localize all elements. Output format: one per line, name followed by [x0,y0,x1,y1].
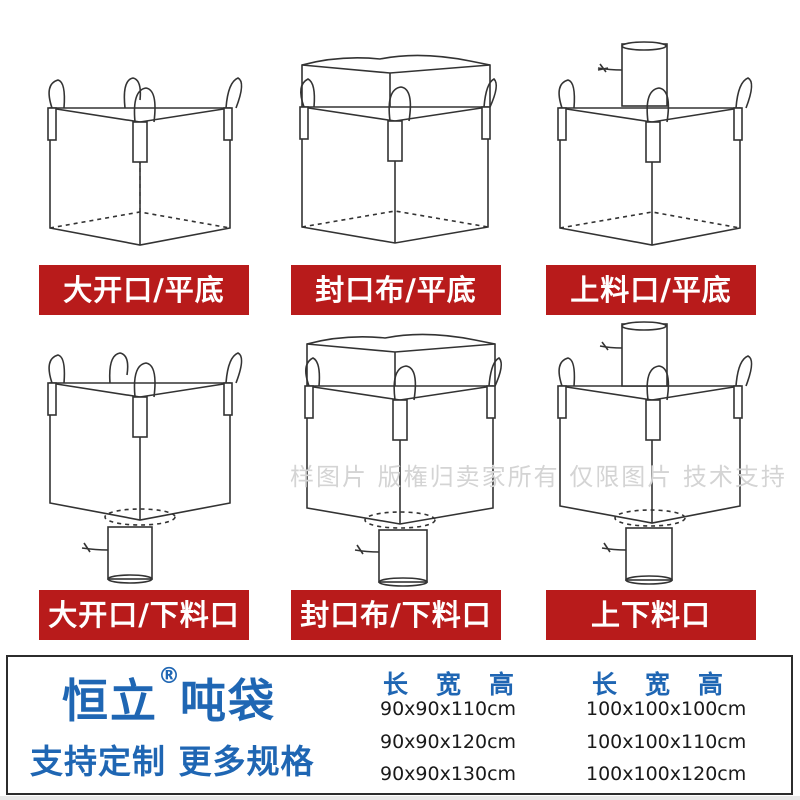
bag-illustration-spout-spout [540,320,770,590]
bag-label-skirt-flat: 封口布/平底 [291,265,501,315]
brand-name-main: 恒立 [62,674,158,728]
dims-header-length: 长 [383,670,437,699]
size-right-2: 100x100x110cm [586,731,747,753]
dims-header-height: 高 [489,670,543,699]
spec-panel [6,655,793,795]
bag-illustration-spout-flat [540,40,770,270]
size-left-2: 90x90x120cm [380,731,517,753]
bag-label-open-flat: 大开口/平底 [39,265,249,315]
dims-header-left: 长宽高 [383,665,542,701]
size-right-1: 100x100x100cm [586,698,747,720]
brand-name-suffix: 吨袋 [180,674,276,728]
dims-header-height: 高 [698,670,752,699]
registered-mark: ® [158,664,180,689]
bottom-divider [0,796,800,800]
dims-header-right: 长宽高 [592,665,751,701]
size-right-3: 100x100x120cm [586,763,747,785]
bag-label-spout-spout: 上下料口 [546,590,756,640]
dims-header-width: 宽 [645,670,699,699]
watermark-text: 样图片 版権归卖家所有 仅限图片 技术支持 [290,463,787,491]
dims-header-width: 宽 [436,670,490,699]
dims-header-length: 长 [592,670,646,699]
bag-illustration-open-flat [30,60,260,270]
bag-illustration-skirt-spout [285,330,515,590]
bag-illustration-skirt-flat [280,45,510,265]
bag-label-open-spout: 大开口/下料口 [39,590,249,640]
brand-name: 恒立吨袋 [62,665,276,731]
bag-label-spout-flat: 上料口/平底 [546,265,756,315]
bag-label-skirt-spout: 封口布/下料口 [291,590,501,640]
slogan: 支持定制 更多规格 [30,742,315,781]
bag-illustration-open-spout [30,345,260,590]
size-left-3: 90x90x130cm [380,763,517,785]
size-left-1: 90x90x110cm [380,698,517,720]
